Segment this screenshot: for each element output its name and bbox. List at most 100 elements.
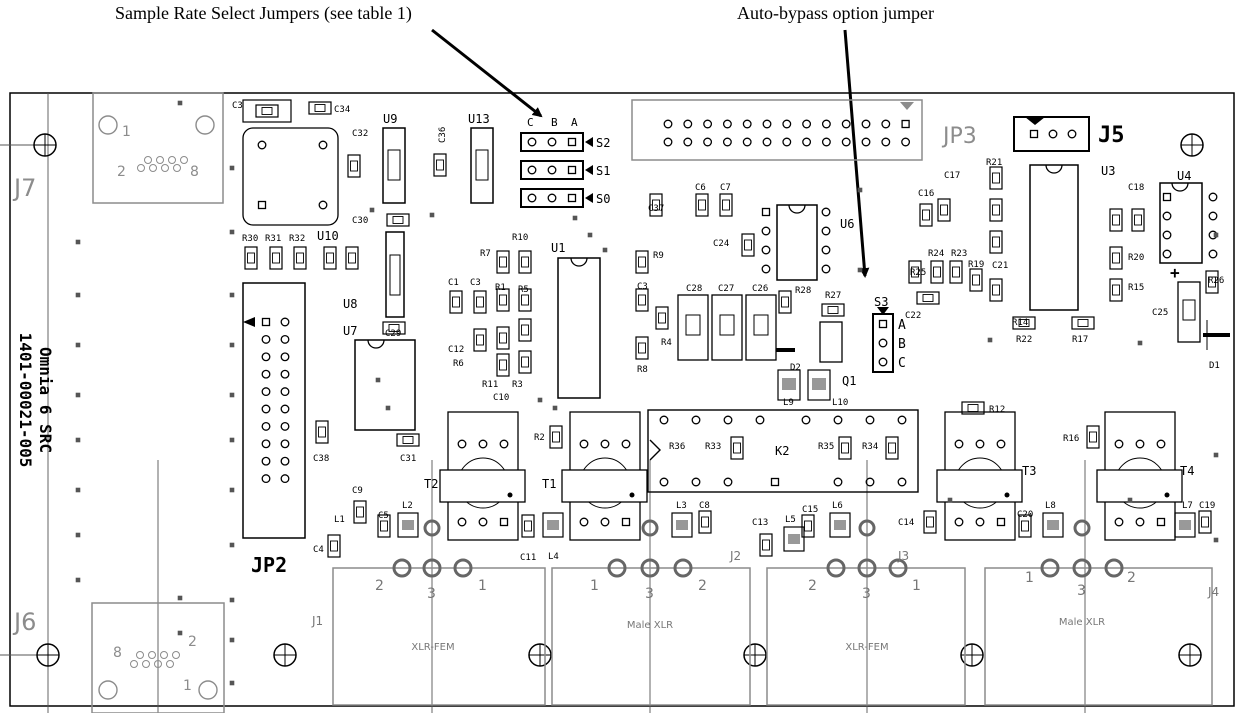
reference-lines [0, 93, 1086, 713]
j6-pin-2: 2 [188, 634, 197, 650]
svg-text:Male XLR: Male XLR [627, 620, 673, 631]
svg-text:2: 2 [375, 578, 384, 594]
header-pad [261, 404, 271, 414]
transformer-t1: T1 [542, 411, 648, 541]
header-pad [722, 119, 732, 129]
svg-text:R30: R30 [242, 234, 258, 244]
svg-text:R3: R3 [512, 380, 523, 390]
transformer-t4: T4 [1096, 411, 1194, 541]
header-pad [881, 137, 891, 147]
svg-text:C34: C34 [334, 105, 350, 115]
svg-text:C16: C16 [918, 189, 934, 199]
svg-text:C17: C17 [944, 171, 960, 181]
svg-text:R22: R22 [1016, 335, 1032, 345]
svg-text:C24: C24 [713, 239, 729, 249]
svg-text:J1: J1 [311, 614, 323, 628]
callout-auto-bypass-jumper: Auto-bypass option jumper [737, 3, 934, 23]
svg-text:R19: R19 [968, 260, 984, 270]
svg-text:U13: U13 [468, 112, 490, 126]
header-pad [881, 119, 891, 129]
svg-text:J5: J5 [1098, 123, 1125, 148]
xlr-connector-j4: 1 3 2 Male XLR J4 [984, 519, 1219, 706]
header-pad [663, 137, 673, 147]
header-pad [261, 421, 271, 431]
header-pad [261, 456, 271, 466]
svg-text:3: 3 [1077, 583, 1086, 599]
svg-text:R35: R35 [818, 442, 834, 452]
header-pad [762, 137, 772, 147]
edge-dots [75, 239, 81, 583]
svg-text:L10: L10 [832, 398, 848, 408]
svg-text:C22: C22 [905, 311, 921, 321]
header-pad [683, 119, 693, 129]
mounting-holes [33, 133, 1204, 667]
header-pad [802, 137, 812, 147]
svg-text:C14: C14 [898, 518, 914, 528]
header-pad [821, 137, 831, 147]
svg-text:B: B [898, 337, 906, 352]
svg-text:C19: C19 [1199, 501, 1215, 511]
transistor-q1: Q1 [819, 321, 856, 388]
svg-text:R4: R4 [661, 338, 672, 348]
svg-text:C31: C31 [400, 454, 416, 464]
svg-text:R16: R16 [1063, 434, 1079, 444]
header-jp3: JP3 [631, 99, 977, 161]
header-pad [280, 439, 290, 449]
header-pad [280, 387, 290, 397]
xlr-connector-j1: 2 3 1 XLR-FEM J1 [311, 519, 546, 706]
svg-text:U1: U1 [551, 241, 565, 255]
svg-text:C20: C20 [1017, 510, 1033, 520]
svg-text:C27: C27 [718, 284, 734, 294]
header-pad [280, 404, 290, 414]
j7-pin-2: 2 [117, 164, 126, 180]
svg-text:U8: U8 [343, 297, 357, 311]
svg-text:T2: T2 [424, 477, 438, 491]
svg-text:JP2: JP2 [251, 553, 287, 577]
header-jp2: JP2 [242, 282, 306, 577]
svg-text:U7: U7 [343, 324, 357, 338]
header-pad [280, 352, 290, 362]
header-pad [742, 119, 752, 129]
svg-text:R9: R9 [653, 251, 664, 261]
svg-text:U9: U9 [383, 112, 397, 126]
header-pad [762, 119, 772, 129]
svg-text:L3: L3 [676, 501, 687, 511]
svg-text:R21: R21 [986, 158, 1002, 168]
j6-pin-8: 8 [113, 645, 122, 661]
svg-text:2: 2 [808, 578, 817, 594]
board-title: Omnia 6 SRC 1401-00021-005 [16, 333, 55, 468]
svg-text:R26: R26 [1208, 276, 1224, 286]
svg-text:J4: J4 [1207, 585, 1219, 599]
svg-text:1: 1 [478, 578, 487, 594]
j7-pin-1: 1 [122, 124, 131, 140]
svg-text:C1: C1 [448, 278, 459, 288]
svg-text:C8: C8 [699, 501, 710, 511]
svg-text:R25: R25 [910, 268, 926, 278]
label-j6: J6 [12, 608, 36, 636]
svg-text:C30: C30 [352, 216, 368, 226]
header-pad [861, 119, 871, 129]
svg-text:R17: R17 [1072, 335, 1088, 345]
header-pad [821, 119, 831, 129]
svg-text:S3: S3 [874, 295, 888, 309]
j7-pin-8: 8 [190, 164, 199, 180]
svg-text:Male XLR: Male XLR [1059, 617, 1105, 628]
svg-text:1: 1 [912, 578, 921, 594]
svg-text:C3: C3 [637, 282, 648, 292]
svg-text:2: 2 [698, 578, 707, 594]
svg-text:D1: D1 [1209, 361, 1220, 371]
xlr-connector-j2: 1 3 2 Male XLR J2 [551, 519, 751, 706]
svg-text:U6: U6 [840, 217, 854, 231]
svg-text:C21: C21 [992, 261, 1008, 271]
header-pad [703, 137, 713, 147]
ic-u4: U4 [1159, 169, 1218, 264]
header-pad [901, 137, 911, 147]
svg-text:J2: J2 [729, 549, 741, 563]
svg-text:R8: R8 [637, 365, 648, 375]
svg-text:C13: C13 [752, 518, 768, 528]
svg-text:C29: C29 [385, 329, 401, 339]
svg-text:1: 1 [1025, 570, 1034, 586]
